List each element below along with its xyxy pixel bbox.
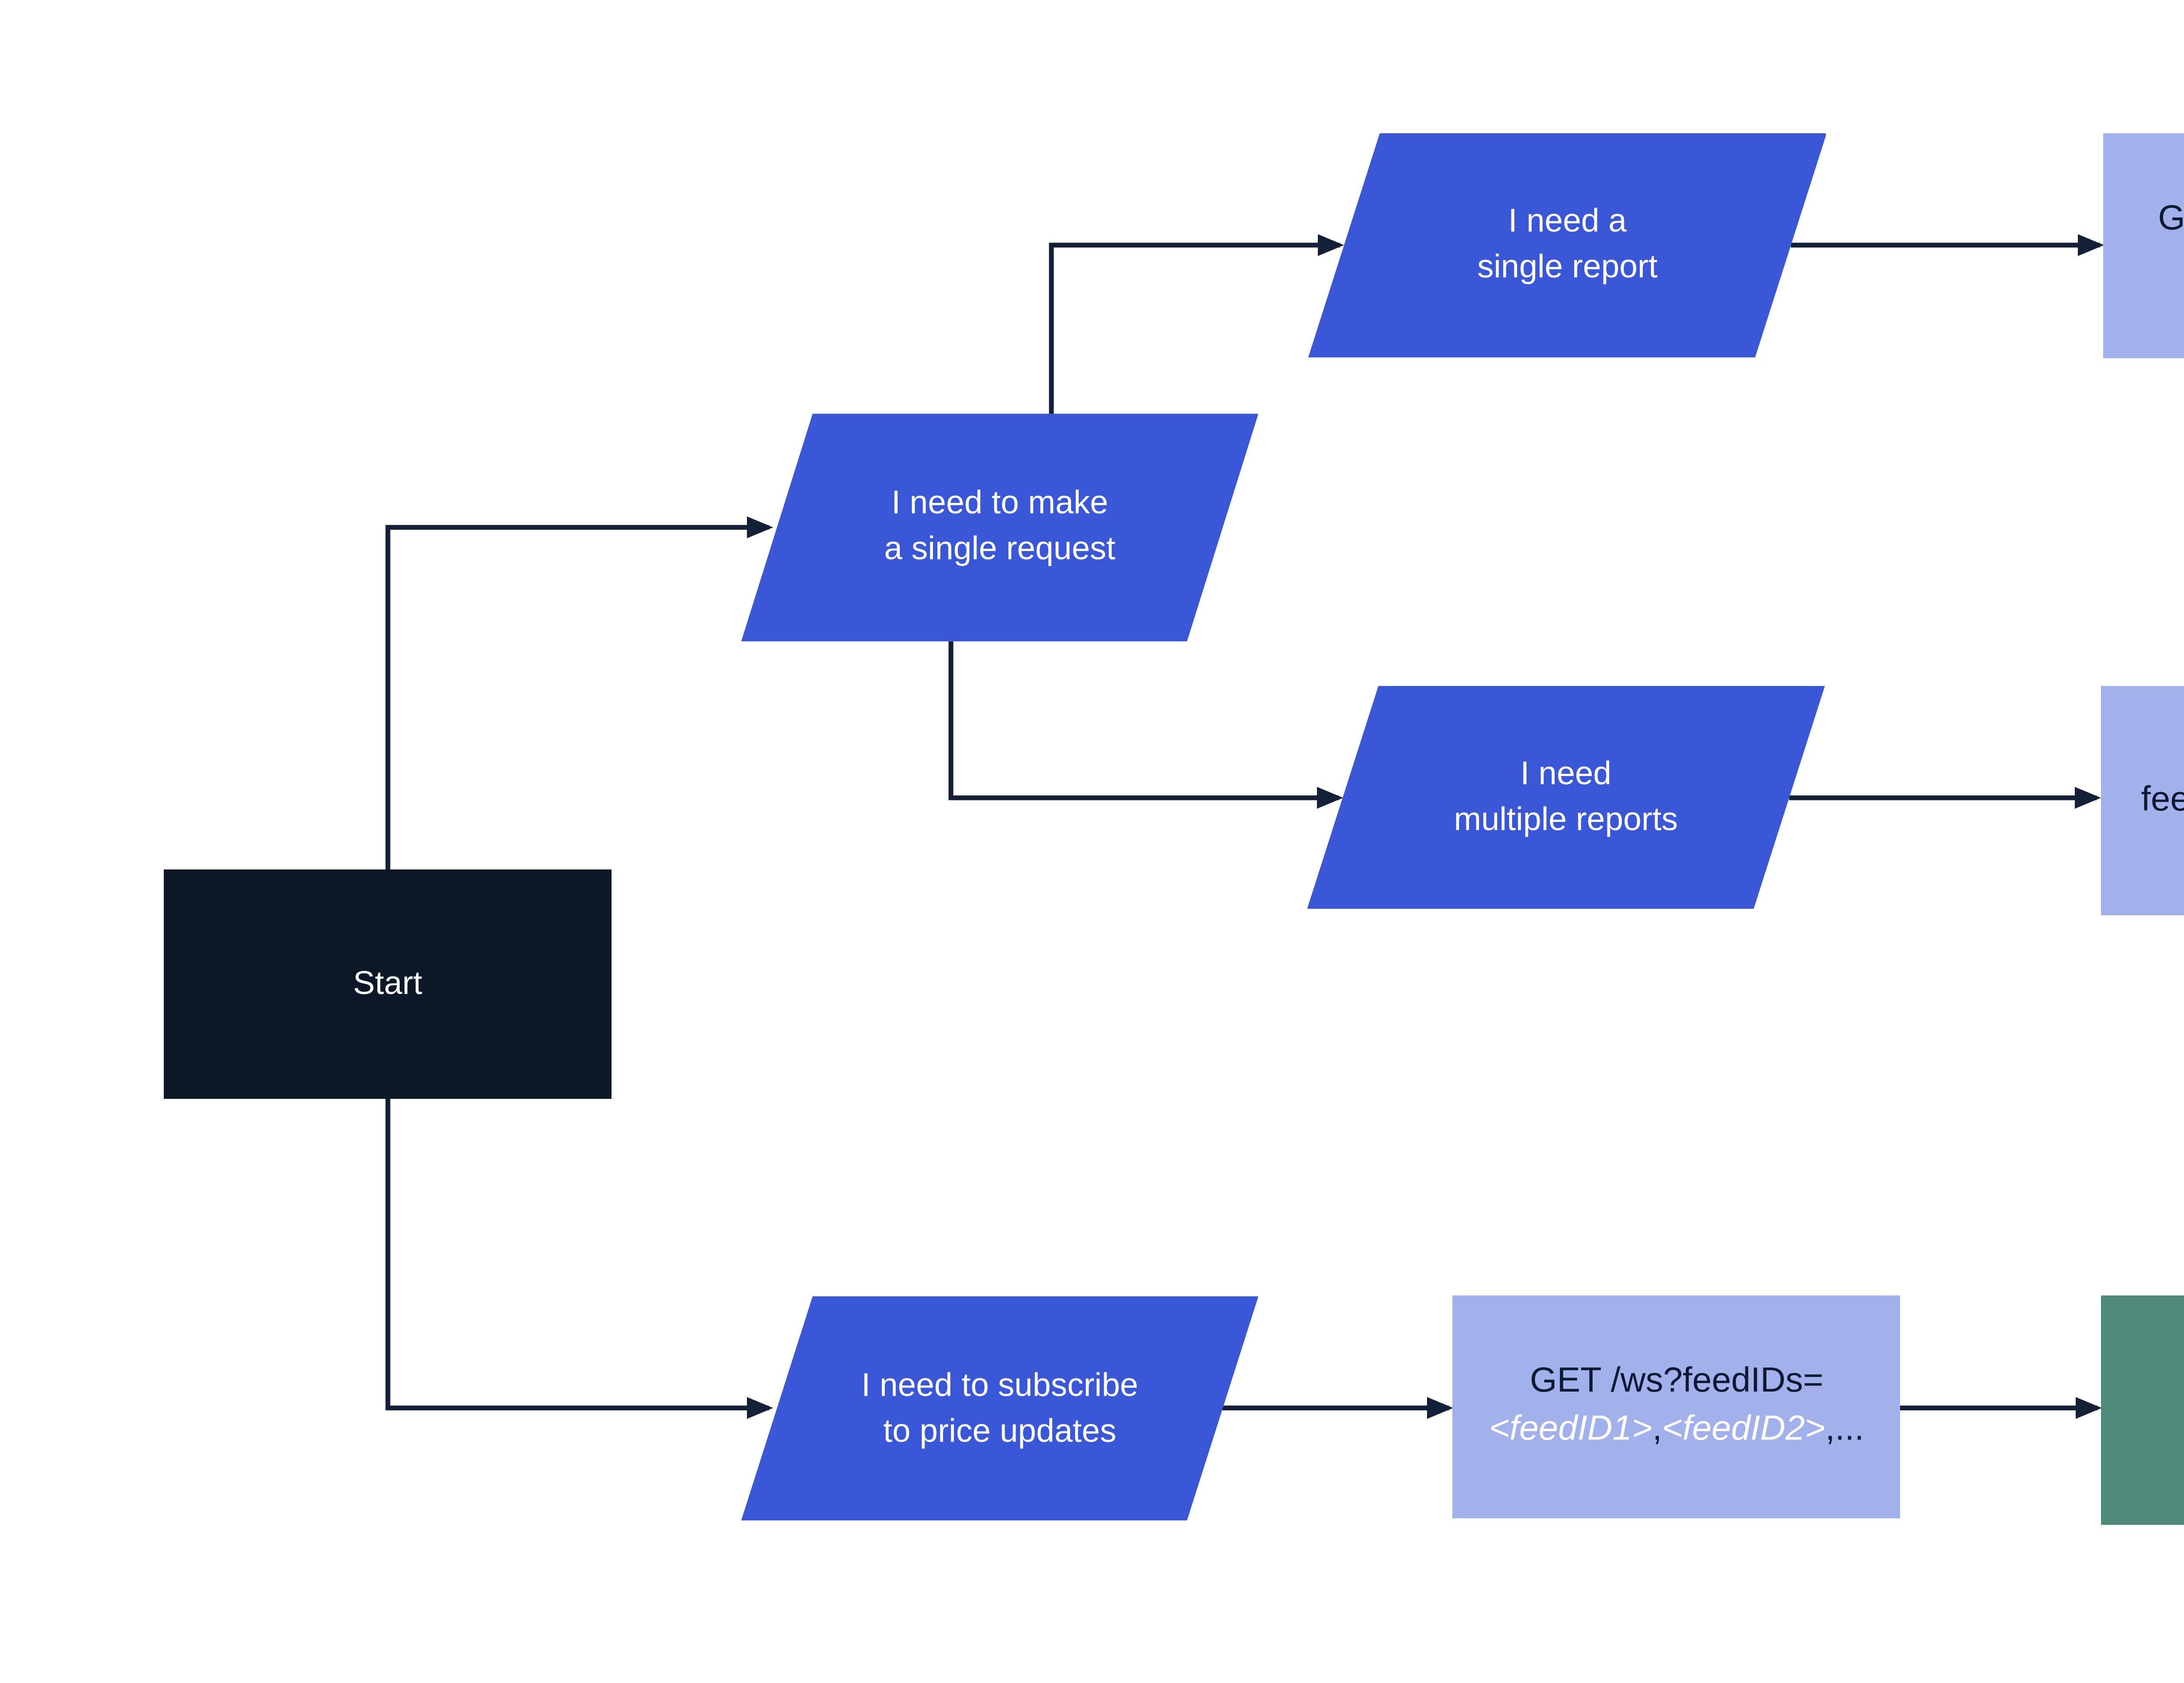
decision-label-line: I need xyxy=(1520,756,1612,793)
request-code-line: feedIDs=<feedID1>,<feedID2>,...& xyxy=(2141,777,2184,826)
decision-single-request: I need to make a single request xyxy=(741,413,1258,641)
connector-single-request-to-multiple-reports xyxy=(948,641,1344,809)
decision-label-line: a single request xyxy=(884,532,1116,569)
code-text: feedIDs= xyxy=(2141,781,2184,818)
request-get-bulk-reports: GET /reports/bulk? feedIDs=<feedID1>,<fe… xyxy=(2101,686,2184,916)
decision-label-line: single report xyxy=(1477,249,1658,287)
request-code-line: GET /reports?feedID=<feedID>& xyxy=(2158,197,2184,246)
connector-single-request-to-single-report xyxy=(1049,234,1344,414)
decision-label-line: multiple reports xyxy=(1454,802,1678,839)
request-code-line: GET /ws?feedIDs= xyxy=(1530,1359,1823,1408)
result-websocket-stream: [feedID1, report] [feedID2, report] ... xyxy=(2101,1296,2184,1525)
start-node: Start xyxy=(164,869,612,1099)
decision-label-line: I need to make xyxy=(891,486,1109,523)
decision-label-line: I need to subscribe xyxy=(861,1367,1138,1404)
decision-label-line: to price updates xyxy=(883,1413,1116,1450)
decision-multiple-reports: I need multiple reports xyxy=(1306,686,1825,910)
start-label: Start xyxy=(353,966,422,1003)
connector-start-to-subscribe xyxy=(385,1098,774,1419)
request-get-single-report: GET /reports?feedID=<feedID>& timestamp=… xyxy=(2104,133,2184,357)
connector-start-to-single-request xyxy=(385,516,774,869)
code-text: ,... xyxy=(1825,1412,1864,1449)
request-code-line: <feedID1>,<feedID2>,... xyxy=(1489,1408,1864,1457)
code-text: GET /reports?feedID= xyxy=(2158,201,2184,238)
decision-single-report: I need a single report xyxy=(1308,133,1827,357)
code-text: , xyxy=(1652,1412,1662,1449)
request-get-websocket: GET /ws?feedIDs= <feedID1>,<feedID2>,... xyxy=(1453,1296,1900,1519)
decision-label-line: I need a xyxy=(1508,204,1627,241)
code-text: GET /ws?feedIDs= xyxy=(1530,1363,1824,1400)
code-placeholder: <feedID2> xyxy=(1662,1412,1825,1449)
code-placeholder: <feedID1> xyxy=(1489,1412,1652,1449)
decision-subscribe: I need to subscribe to price updates xyxy=(741,1296,1258,1520)
